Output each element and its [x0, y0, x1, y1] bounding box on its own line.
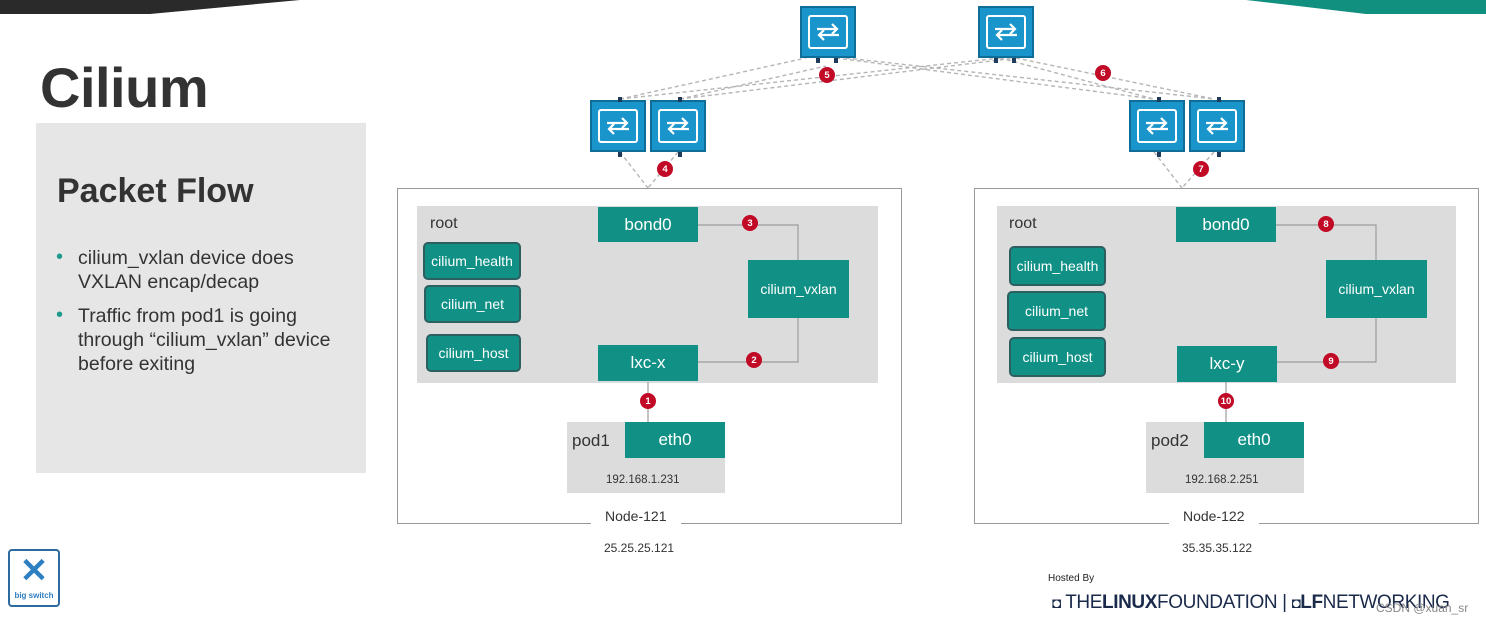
cilium-net-device: cilium_net: [424, 285, 521, 323]
switch-icon: [978, 6, 1034, 63]
node-name: Node-122: [1169, 508, 1259, 524]
lfn-square-icon: ◘: [1291, 595, 1301, 612]
hosted-by-label: Hosted By: [1048, 573, 1095, 584]
step-badge: 3: [742, 215, 758, 231]
step-badge: 1: [640, 393, 656, 409]
root-label: root: [430, 215, 458, 232]
big-switch-logo: ✕ big switch: [8, 549, 60, 607]
step-badge: 8: [1318, 216, 1334, 232]
bullet-icon: •: [56, 246, 64, 268]
pod-label: pod1: [572, 431, 610, 450]
linux-foundation-banner: ◘ THELINUXFOUNDATION | ◘LFNETWORKING: [1052, 592, 1450, 613]
cilium-net-device: cilium_net: [1007, 291, 1106, 331]
text-panel: [36, 123, 366, 473]
section-title: Packet Flow: [57, 172, 254, 210]
pod-ip: 192.168.2.251: [1185, 474, 1259, 486]
pod-label: pod2: [1151, 431, 1189, 450]
step-badge: 10: [1218, 393, 1234, 409]
slide-title: Cilium: [40, 56, 209, 119]
bond0-interface: bond0: [1176, 207, 1276, 242]
pod-ip: 192.168.1.231: [606, 474, 680, 486]
switch-icon: [650, 97, 706, 157]
bullet-icon: •: [56, 304, 64, 326]
cilium-vxlan-device: cilium_vxlan: [1326, 260, 1427, 318]
node-name: Node-121: [591, 508, 681, 524]
eth0-interface: eth0: [1204, 422, 1304, 458]
bullet-item: •Traffic from pod1 is going through “cil…: [56, 304, 331, 375]
step-badge: 4: [657, 161, 673, 177]
watermark: CSDN @xuan_sr: [1376, 601, 1469, 615]
top-left-accent: [0, 0, 300, 14]
top-right-accent: [1246, 0, 1486, 14]
switch-icon: [1129, 97, 1185, 157]
node-ip: 25.25.25.121: [604, 541, 675, 555]
eth0-interface: eth0: [625, 422, 725, 458]
logo-mark-icon: ✕: [19, 552, 49, 590]
bond0-interface: bond0: [598, 207, 698, 242]
bullet-item: •cilium_vxlan device does VXLAN encap/de…: [56, 246, 294, 293]
cilium-host-device: cilium_host: [1009, 337, 1106, 377]
step-badge: 2: [746, 352, 762, 368]
root-label: root: [1009, 215, 1037, 232]
switch-icon: [590, 97, 646, 157]
switch-icon: [1189, 97, 1245, 157]
step-badge: 9: [1323, 353, 1339, 369]
step-badge: 7: [1193, 161, 1209, 177]
cilium-vxlan-device: cilium_vxlan: [748, 260, 849, 318]
switch-icon: [800, 6, 856, 63]
cilium-health-device: cilium_health: [423, 242, 521, 280]
step-badge: 6: [1095, 65, 1111, 81]
bullet-list: •cilium_vxlan device does VXLAN encap/de…: [54, 246, 344, 386]
node-ip: 35.35.35.122: [1182, 541, 1253, 555]
lxc-interface: lxc-x: [598, 345, 698, 381]
cilium-host-device: cilium_host: [426, 334, 521, 372]
lf-square-icon: ◘: [1052, 595, 1061, 612]
lxc-interface: lxc-y: [1177, 346, 1277, 382]
logo-text: big switch: [14, 591, 54, 600]
step-badge: 5: [819, 67, 835, 83]
cilium-health-device: cilium_health: [1009, 246, 1106, 286]
